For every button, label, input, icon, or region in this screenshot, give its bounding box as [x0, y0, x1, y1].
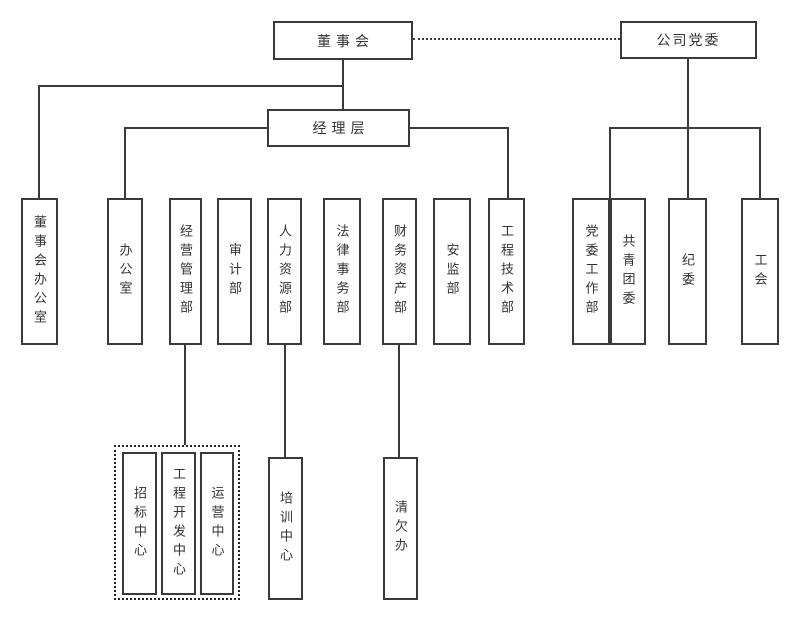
dept-label: 工程技术部 [499, 224, 514, 319]
connector-board-branch-horizontal [38, 85, 344, 87]
node-dept-human-resources: 人力资源部 [267, 198, 302, 345]
dept-label: 工程开发中心 [171, 466, 186, 581]
node-dept-general-office: 办公室 [107, 198, 143, 345]
dept-label: 安监部 [444, 243, 460, 300]
connector-drop-debt-clearing [398, 345, 400, 457]
dept-label: 清欠办 [393, 500, 408, 557]
dept-label: 纪委 [680, 252, 695, 291]
connector-drop-centers-group [184, 345, 186, 445]
dept-label: 党委工作部 [583, 224, 599, 319]
connector-drop-labor-union [759, 127, 761, 198]
node-bidding-center: 招标中心 [122, 452, 157, 595]
node-engineering-development-center: 工程开发中心 [161, 452, 196, 595]
dept-label: 财务资产部 [392, 224, 407, 319]
node-dept-safety-supervision: 安监部 [433, 198, 471, 345]
node-dept-legal-affairs: 法律事务部 [323, 198, 361, 345]
connector-management-right-horizontal [410, 127, 509, 129]
node-board: 董事会 [273, 21, 413, 60]
node-dept-audit: 审计部 [217, 198, 252, 345]
node-dept-board-office: 董事会办公室 [21, 198, 58, 345]
connector-drop-party-work [609, 127, 611, 198]
connector-drop-general-office [124, 127, 126, 199]
dept-label: 经营管理部 [178, 224, 193, 319]
dept-label: 培训中心 [278, 490, 293, 567]
node-party-committee-label: 公司党委 [656, 32, 721, 48]
dept-label: 运营中心 [209, 485, 225, 562]
centers-group-border [114, 445, 240, 600]
node-labor-union: 工会 [741, 198, 779, 345]
node-management: 经理层 [267, 109, 410, 147]
dept-label: 共青团委 [620, 233, 636, 310]
dept-label: 法律事务部 [334, 224, 350, 319]
connector-management-left-horizontal [124, 127, 267, 129]
connector-board-to-management [342, 60, 344, 109]
connector-board-party-dotted [413, 38, 620, 40]
connector-drop-training-center [284, 345, 286, 457]
node-debt-clearing-office: 清欠办 [383, 457, 418, 600]
node-dept-business-management: 经营管理部 [169, 198, 202, 345]
dept-label: 工会 [752, 252, 768, 291]
node-management-label: 经理层 [312, 122, 370, 137]
node-training-center: 培训中心 [268, 457, 303, 600]
dept-label: 招标中心 [132, 485, 147, 562]
dept-label: 办公室 [117, 243, 133, 300]
node-board-label: 董事会 [317, 34, 374, 50]
dept-label: 董事会办公室 [32, 214, 47, 329]
node-operations-center: 运营中心 [200, 452, 234, 595]
dept-label: 审计部 [227, 243, 242, 300]
node-party-work-dept: 党委工作部 [572, 198, 610, 345]
dept-label: 人力资源部 [277, 224, 292, 319]
node-dept-finance-assets: 财务资产部 [382, 198, 417, 345]
connector-drop-engineering-technology [507, 127, 509, 198]
node-party-committee: 公司党委 [620, 21, 757, 59]
node-youth-league: 共青团委 [610, 198, 646, 345]
connector-drop-board-office [38, 85, 40, 199]
node-discipline-committee: 纪委 [668, 198, 707, 345]
node-dept-engineering-technology: 工程技术部 [488, 198, 525, 345]
connector-party-horizontal [609, 127, 761, 129]
